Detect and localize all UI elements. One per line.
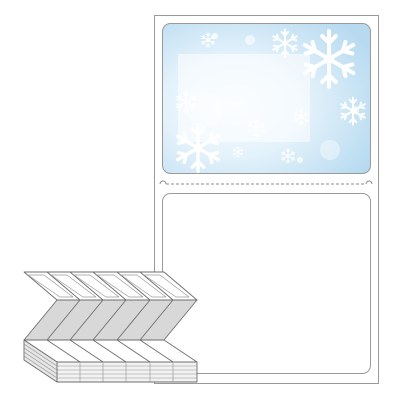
blank-label [162, 193, 371, 374]
folded-stack-icon [23, 271, 198, 383]
label-window [178, 54, 310, 142]
perforation-line-icon [159, 180, 373, 185]
snowflake-label [162, 23, 371, 174]
